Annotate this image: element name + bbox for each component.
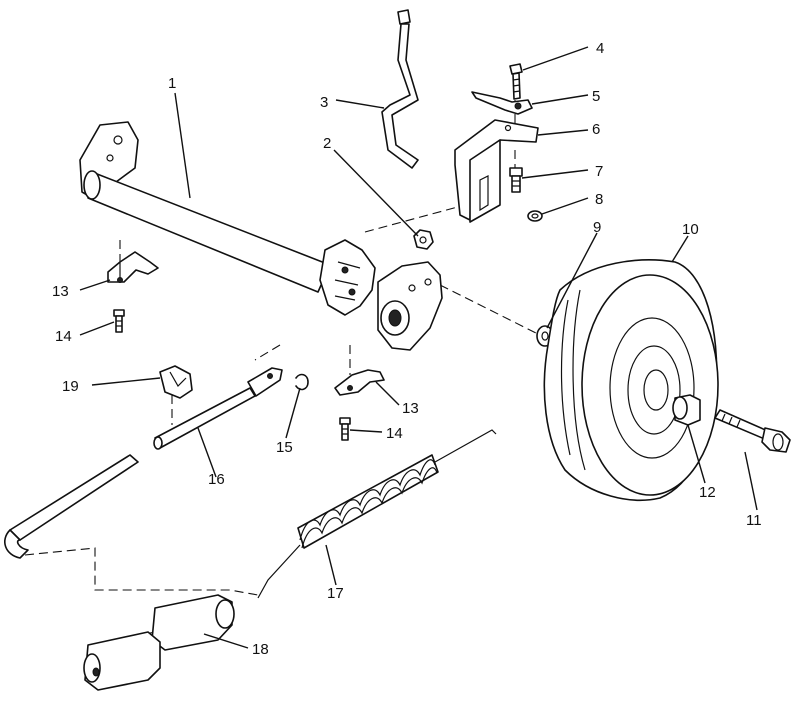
- callout-8: 8: [595, 191, 603, 208]
- callout-17: 17: [327, 585, 344, 602]
- callout-12: 12: [699, 484, 716, 501]
- callout-7: 7: [595, 163, 603, 180]
- part-linkage-rod: [153, 367, 283, 450]
- part-axle-tube: [79, 121, 443, 351]
- callout-15: 15: [276, 439, 293, 456]
- callout-18: 18: [252, 641, 269, 658]
- part-handle-rod: [4, 454, 139, 559]
- callout-19: 19: [62, 378, 79, 395]
- callout-5: 5: [592, 88, 600, 105]
- callout-9: 9: [593, 219, 601, 236]
- part-handle-grip: [83, 594, 235, 691]
- part-small-bracket-right: [334, 369, 385, 396]
- part-control-rod: [381, 9, 419, 169]
- part-shoulder-bolt: [714, 409, 791, 453]
- part-nut: [413, 229, 434, 250]
- part-wheel: [543, 259, 719, 501]
- callout-13-right: 13: [402, 400, 419, 417]
- part-block: [159, 365, 193, 399]
- callout-14-left: 14: [55, 328, 72, 345]
- callout-13-left: 13: [52, 283, 69, 300]
- callout-16: 16: [208, 471, 225, 488]
- callout-11: 11: [746, 512, 762, 529]
- callout-6: 6: [592, 121, 600, 138]
- part-screw-right: [339, 417, 351, 441]
- part-small-bracket-left: [107, 251, 159, 283]
- callout-3: 3: [320, 94, 328, 111]
- part-lock-washer: [527, 210, 543, 222]
- part-bracket: [454, 119, 539, 223]
- callout-labels: 1 2 3 4 5 6 7 8 9 10 11 12 13 13 14 14 1…: [52, 40, 762, 658]
- part-screw-left: [113, 309, 125, 333]
- part-bolt-bracket: [509, 167, 523, 193]
- leader-lines: [79, 46, 758, 649]
- part-spacer-bushing: [672, 394, 701, 426]
- callout-10: 10: [682, 221, 699, 238]
- part-spring: [257, 429, 497, 599]
- callout-1: 1: [168, 75, 176, 92]
- assembly-lines: [24, 100, 541, 634]
- part-screw-top: [509, 63, 523, 100]
- callout-14-right: 14: [386, 425, 403, 442]
- callout-4: 4: [596, 40, 604, 57]
- callout-2: 2: [323, 135, 331, 152]
- part-retaining-ring: [295, 373, 309, 391]
- part-clip: [471, 91, 533, 115]
